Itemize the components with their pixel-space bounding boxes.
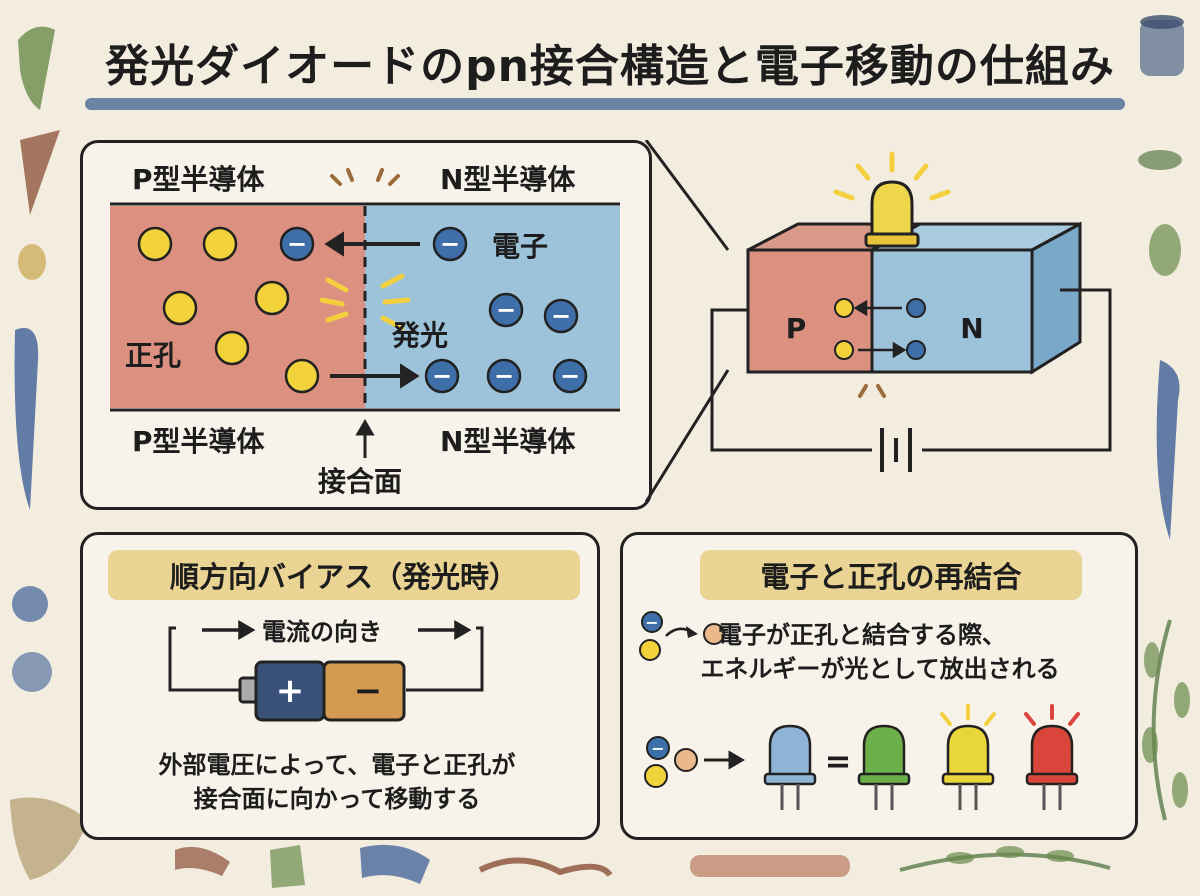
movement-arrows <box>324 231 420 389</box>
n-type-label-bottom: N型半導体 <box>440 425 576 458</box>
svg-text:P: P <box>786 312 807 345</box>
electron <box>906 298 926 318</box>
electron-particles <box>279 226 588 394</box>
led-icon <box>941 724 995 810</box>
junction-label: 接合面 <box>318 465 403 498</box>
current-direction-label: 電流の向き <box>262 618 382 646</box>
external-circuit <box>710 288 1112 452</box>
svg-text:−: − <box>496 296 516 324</box>
hole <box>639 639 661 661</box>
led-bulb-icon <box>870 180 914 238</box>
red-led-glow <box>1024 704 1080 726</box>
electron <box>488 292 524 328</box>
svg-text:−: − <box>645 613 658 632</box>
svg-text:−: − <box>560 362 580 390</box>
forward-bias-description: 外部電圧によって、電子と正孔が 接合面に向かって移動する <box>158 751 516 813</box>
title-underline <box>85 98 1125 110</box>
block-side <box>1030 221 1082 375</box>
battery-icon <box>880 428 912 472</box>
yellow-led-glow <box>940 704 996 726</box>
svg-text:−: − <box>354 671 383 711</box>
hole <box>137 226 173 262</box>
hole <box>214 330 250 366</box>
electron <box>424 358 460 394</box>
pn-junction-diagram: − − − − − − − <box>110 168 620 458</box>
hole <box>644 764 668 788</box>
svg-text:−: − <box>494 362 514 390</box>
svg-text:−: − <box>432 362 452 390</box>
led-block-diagram: P N <box>644 140 1112 503</box>
electron-label: 電子 <box>492 230 549 263</box>
battery-negative-side <box>322 660 406 722</box>
junction-glow <box>858 384 886 398</box>
recombination-title: 電子と正孔の再結合 <box>700 550 1082 600</box>
electron <box>279 226 315 262</box>
recombination-description-2: エネルギーが光として放出される <box>700 655 1060 683</box>
forward-bias-diagram: + − <box>168 619 484 722</box>
electron <box>646 736 670 760</box>
current-arrows <box>202 619 472 641</box>
hole <box>202 226 238 262</box>
emission-label: 発光 <box>392 319 449 352</box>
hole <box>834 298 854 318</box>
recombination-legend: − − = <box>639 611 1080 810</box>
svg-text:N: N <box>960 312 983 345</box>
forward-bias-title: 順方向バイアス（発光時） <box>108 550 580 600</box>
led-top-glow <box>833 151 951 201</box>
hole-particles <box>137 226 320 394</box>
electron <box>543 298 579 334</box>
electron <box>906 340 926 360</box>
junction-pointer <box>355 419 375 458</box>
electron <box>552 358 588 394</box>
hole <box>284 358 320 394</box>
hole <box>254 280 290 316</box>
p-type-label-bottom: P型半導体 <box>132 425 265 458</box>
hole <box>162 290 198 326</box>
led-icon <box>763 724 817 810</box>
electron-signs: − − − − − − − <box>287 230 580 390</box>
electron <box>486 358 522 394</box>
svg-text:−: − <box>287 230 307 258</box>
svg-text:−: − <box>440 230 460 258</box>
svg-text:−: − <box>551 302 571 330</box>
electron <box>432 226 468 262</box>
hole-label: 正孔 <box>125 339 182 372</box>
electron <box>641 611 663 633</box>
svg-text:=: = <box>825 742 852 780</box>
p-type-label-top: P型半導体 <box>132 163 265 196</box>
recombination-description: 電子が正孔と結合する際、 <box>718 621 1006 649</box>
svg-text:−: − <box>651 739 664 758</box>
n-type-label-top: N型半導体 <box>440 163 576 196</box>
bias-circuit <box>168 626 256 692</box>
svg-text:+: + <box>276 671 305 711</box>
top-glow-marks <box>330 168 400 186</box>
hole <box>834 340 854 360</box>
led-icon <box>1025 724 1079 810</box>
led-icon <box>857 724 911 810</box>
emission-glow <box>319 273 411 331</box>
page-title: 発光ダイオードのpn接合構造と電子移動の仕組み <box>105 41 1115 92</box>
